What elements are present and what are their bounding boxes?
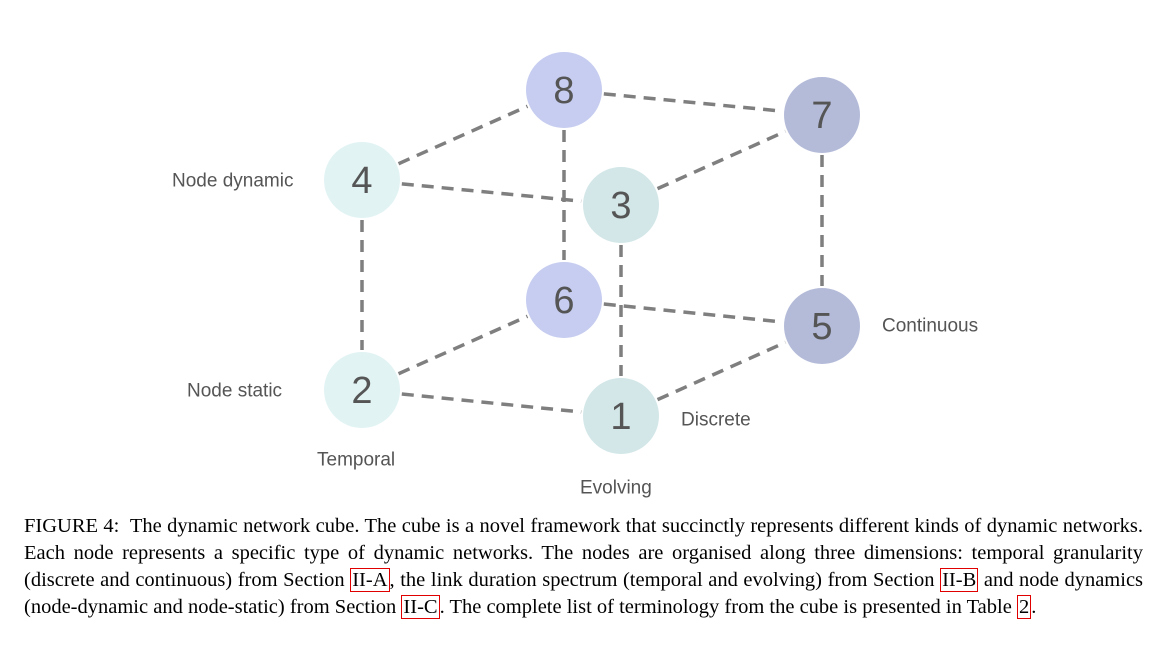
node-number: 2 xyxy=(351,370,372,412)
caption-text: , the link duration spectrum (temporal a… xyxy=(389,569,935,591)
figure-caption: FIGURE 4: The dynamic network cube. The … xyxy=(24,513,1143,621)
cube-node-1: 1 xyxy=(583,378,659,454)
node-number: 5 xyxy=(811,306,832,348)
table-ref-link[interactable]: 2 xyxy=(1016,595,1032,619)
node-number: 4 xyxy=(351,160,372,202)
node-circle xyxy=(324,142,400,218)
cube-node-2: 2 xyxy=(324,352,400,428)
cube-node-7: 7 xyxy=(784,77,860,153)
cube-edges xyxy=(360,92,824,414)
edge-1-5 xyxy=(656,340,787,402)
node-number: 1 xyxy=(610,396,631,438)
cube-nodes: 1 2 3 4 5 6 7 8 xyxy=(324,52,860,454)
dimension-labels: Node dynamic Node static Temporal Evolvi… xyxy=(172,171,978,499)
section-ref-link[interactable]: II-A xyxy=(350,568,390,592)
edge-3-7 xyxy=(656,129,787,191)
node-circle xyxy=(583,378,659,454)
label-node-static: Node static xyxy=(187,381,282,402)
edge-2-6 xyxy=(397,314,529,376)
section-ref-link[interactable]: II-C xyxy=(401,595,440,619)
dynamic-network-cube-figure: 1 2 3 4 5 6 7 8 Node dynamic Node static Tempor… xyxy=(172,52,978,499)
node-circle xyxy=(526,52,602,128)
cube-node-3: 3 xyxy=(583,167,659,243)
cube-node-8: 8 xyxy=(526,52,602,128)
node-number: 6 xyxy=(553,280,574,322)
edge-6-5 xyxy=(603,302,783,324)
caption-text: . The complete list of terminology from … xyxy=(439,596,1012,618)
caption-text: . xyxy=(1031,596,1037,618)
section-ref-link[interactable]: II-B xyxy=(940,568,979,592)
edge-4-3 xyxy=(401,182,582,203)
node-circle xyxy=(784,288,860,364)
node-number: 7 xyxy=(811,95,832,137)
label-continuous: Continuous xyxy=(882,316,978,337)
caption-text: The dynamic network cube. The cube is a … xyxy=(24,515,1144,591)
node-circle xyxy=(583,167,659,243)
node-number: 8 xyxy=(553,70,574,112)
caption-label: FIGURE 4: xyxy=(24,515,120,537)
cube-node-4: 4 xyxy=(324,142,400,218)
cube-diagram: 1 2 3 4 5 6 7 8 Node dynamic Node static Tempor… xyxy=(172,52,978,499)
node-circle xyxy=(324,352,400,428)
label-evolving: Evolving xyxy=(580,478,652,499)
cube-node-6: 6 xyxy=(526,262,602,338)
label-discrete: Discrete xyxy=(681,410,751,431)
label-node-dynamic: Node dynamic xyxy=(172,171,293,192)
node-circle xyxy=(526,262,602,338)
node-number: 3 xyxy=(610,185,631,227)
node-circle xyxy=(784,77,860,153)
edge-2-1 xyxy=(401,392,582,414)
caption-text: and node dynamics (node-dynamic and node… xyxy=(24,569,1144,618)
edge-4-8 xyxy=(397,104,529,166)
edge-8-7 xyxy=(603,92,783,113)
cube-node-5: 5 xyxy=(784,288,860,364)
label-temporal: Temporal xyxy=(317,450,395,471)
